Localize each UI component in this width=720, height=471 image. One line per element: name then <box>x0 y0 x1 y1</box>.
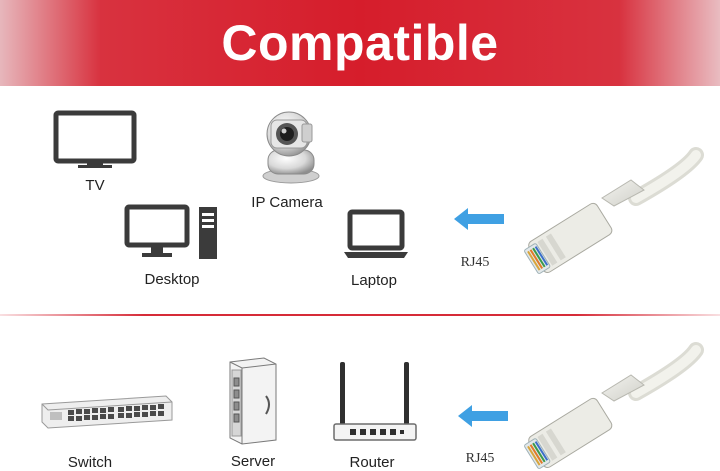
tv-icon <box>53 110 137 168</box>
desktop-label: Desktop <box>144 271 200 288</box>
tv-label: TV <box>85 177 105 194</box>
rj45-connector-icon <box>524 147 704 274</box>
switch-label: Switch <box>67 454 113 471</box>
server-label: Server <box>230 453 276 470</box>
ip-camera-icon <box>262 111 320 184</box>
banner-title: Compatible <box>221 15 499 71</box>
desktop-icon <box>124 204 217 259</box>
header-banner: Compatible <box>0 0 720 86</box>
router-label: Router <box>349 454 395 471</box>
rj45-label-bottom: RJ45 <box>465 451 495 466</box>
rj45-label: RJ45 <box>460 255 490 270</box>
router-icon <box>333 362 417 441</box>
section-divider <box>0 314 720 316</box>
arrow-left-icon-bottom <box>458 405 508 427</box>
rj45-connector-icon-bottom <box>524 342 704 469</box>
laptop-label: Laptop <box>351 272 397 289</box>
server-icon <box>229 357 277 445</box>
switch-icon <box>41 395 173 429</box>
ip-camera-label: IP Camera <box>251 194 323 211</box>
laptop-icon <box>344 209 408 258</box>
arrow-left-icon <box>454 208 504 230</box>
